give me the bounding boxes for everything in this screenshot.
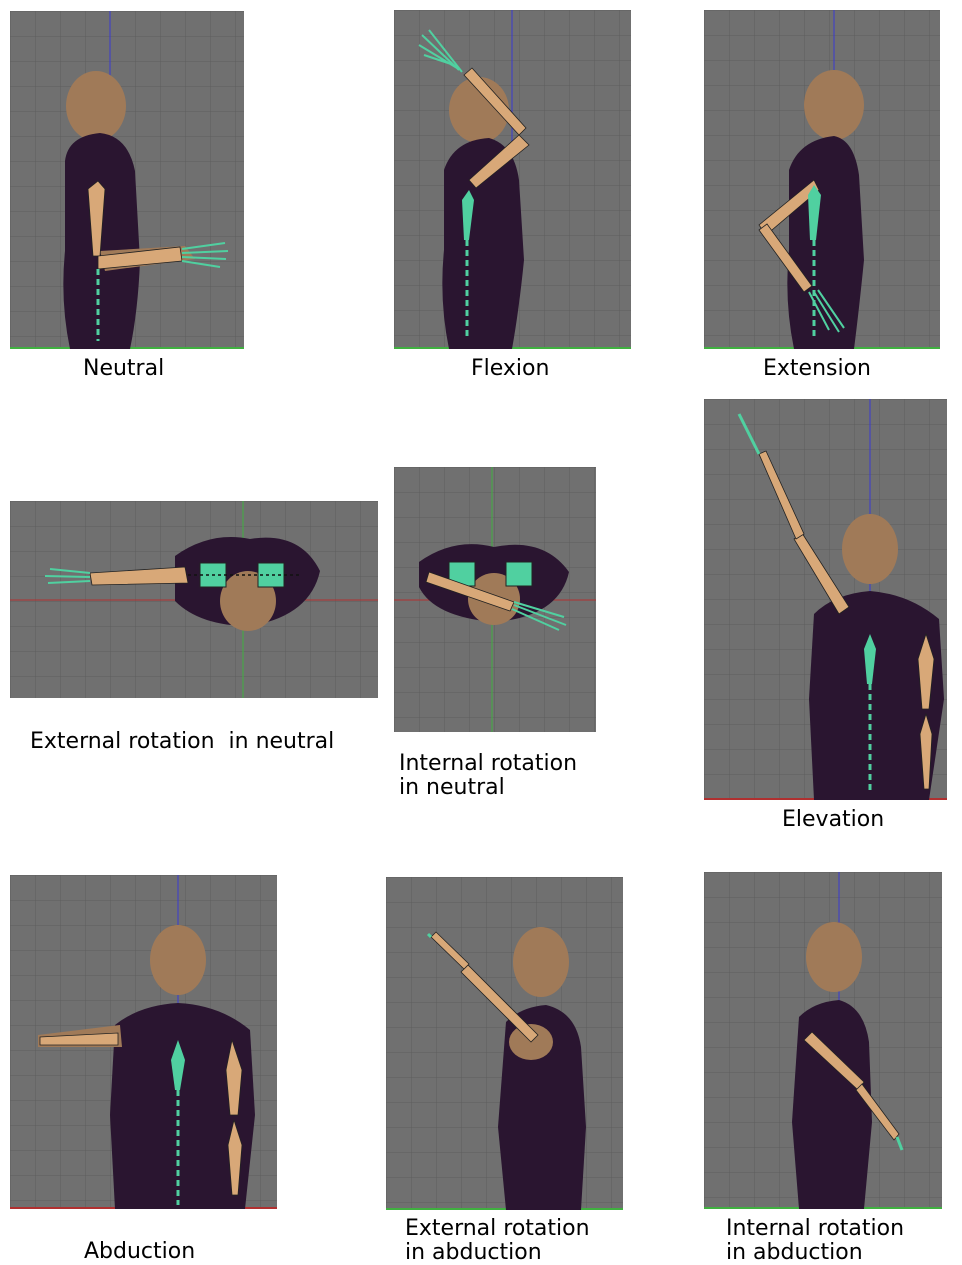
caption-flexion: Flexion	[471, 357, 549, 381]
caption-internal-rotation-abduction-line1: Internal rotation	[726, 1217, 904, 1241]
caption-extension: Extension	[763, 357, 871, 381]
viewport-internal-rotation-abduction	[704, 872, 942, 1209]
caption-abduction: Abduction	[84, 1240, 195, 1264]
figure-neutral-render	[10, 11, 244, 349]
viewport-elevation	[704, 399, 947, 800]
figure-internal-rotation-abduction-render	[704, 872, 942, 1209]
caption-elevation: Elevation	[782, 808, 884, 832]
figure-external-rotation-neutral-render	[10, 501, 378, 698]
caption-external-rotation-neutral: External rotation in neutral	[30, 730, 334, 754]
figure-elevation-render	[704, 399, 947, 800]
viewport-external-rotation-abduction	[386, 877, 623, 1210]
viewport-flexion	[394, 10, 631, 349]
figure-abduction-render	[10, 875, 277, 1209]
caption-internal-rotation-neutral-line1: Internal rotation	[399, 752, 577, 776]
viewport-abduction	[10, 875, 277, 1209]
caption-external-rotation-abduction-line2: in abduction	[405, 1241, 542, 1265]
caption-internal-rotation-neutral-line2: in neutral	[399, 776, 505, 800]
figure-internal-rotation-neutral-render	[394, 467, 596, 732]
caption-external-rotation-abduction-line1: External rotation	[405, 1217, 590, 1241]
viewport-internal-rotation-neutral	[394, 467, 596, 732]
figure-flexion-render	[394, 10, 631, 349]
caption-neutral: Neutral	[83, 357, 164, 381]
figure-extension-render	[704, 10, 940, 349]
figure-external-rotation-abduction-render	[386, 877, 623, 1210]
viewport-extension	[704, 10, 940, 349]
viewport-neutral	[10, 11, 244, 349]
caption-internal-rotation-abduction-line2: in abduction	[726, 1241, 863, 1265]
viewport-external-rotation-neutral	[10, 501, 378, 698]
